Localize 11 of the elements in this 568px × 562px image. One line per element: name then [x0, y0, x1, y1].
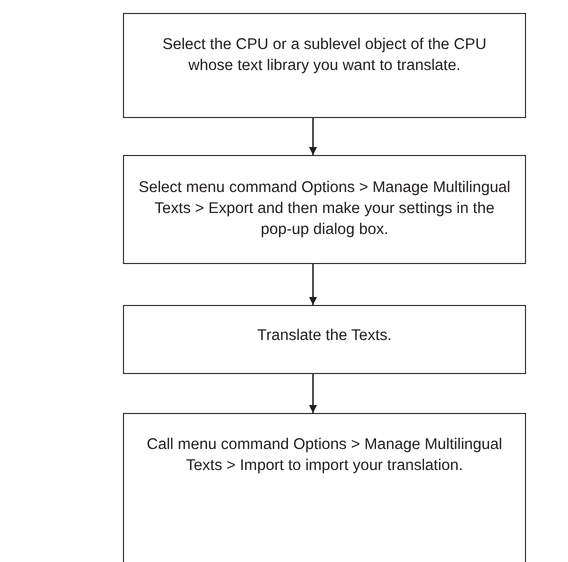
process-box [123, 413, 526, 562]
process-box [123, 305, 526, 374]
arrow [309, 118, 317, 155]
arrow [309, 374, 317, 413]
process-box [123, 13, 526, 118]
arrow [309, 264, 317, 305]
process-box [123, 155, 526, 264]
step-text: Call menu command Options > Manage Multilingual Texts > Import to import your translation. [146, 435, 504, 476]
step-text: Translate the Texts. [256, 326, 393, 346]
step-text: Select the CPU or a sublevel object of the CPU whose text library you want to translate. [162, 35, 488, 76]
step-text: Select menu command Options > Manage Multilingual Texts > Export and then make your settings in the pop-up dialog box. [138, 178, 512, 240]
